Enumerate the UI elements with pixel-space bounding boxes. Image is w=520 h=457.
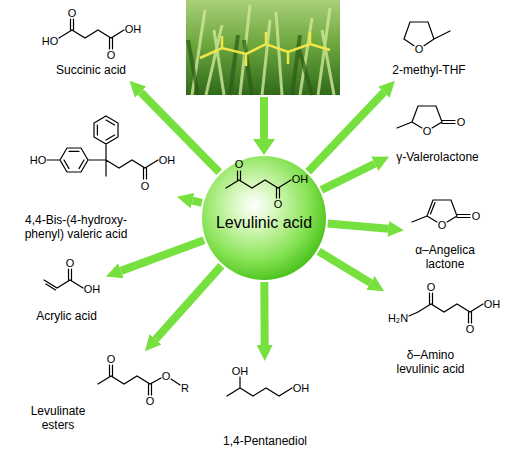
product-name: γ-Valerolactone <box>390 150 485 164</box>
atom-label: H₂N <box>388 312 408 324</box>
atom-label: OH <box>232 365 249 377</box>
levulinate-ester-structure <box>98 365 180 395</box>
product-name: Levulinate esters <box>25 404 91 432</box>
green-sphere <box>202 156 326 280</box>
product-name: 1,4-Pentanediol <box>218 434 312 448</box>
atom-label: O <box>146 395 155 407</box>
product-node: 2-methyl-THF <box>388 10 470 80</box>
levulinic-structure <box>226 171 291 198</box>
atom-label: O <box>457 116 466 128</box>
atom-label: O <box>415 43 424 55</box>
product-name: δ–Amino levulinic acid <box>388 348 473 376</box>
atom-label: OH <box>484 298 501 310</box>
atom-label: O <box>438 219 447 231</box>
reaction-arrow <box>260 282 268 345</box>
product-name: Succinic acid <box>46 63 136 77</box>
atom-label: O <box>141 180 150 192</box>
atom-label: O <box>466 323 475 335</box>
atom-label: O <box>427 281 436 293</box>
methyl-thf-structure <box>404 22 450 46</box>
valerolactone-structure <box>397 106 455 128</box>
atom-label: O <box>472 210 481 222</box>
atom-label: O <box>107 353 116 365</box>
product-name: α–Angelica lactone <box>409 243 481 271</box>
feed-arrow <box>253 97 275 155</box>
feed-arrow-shaft <box>260 97 268 140</box>
central-sphere: Levulinic acid <box>202 156 326 280</box>
reaction-arrow <box>319 251 371 283</box>
atom-label: HO <box>42 35 59 47</box>
aminolevulinic-structure <box>409 293 483 323</box>
angelica-structure <box>412 200 470 222</box>
reaction-arrow <box>156 266 222 340</box>
central-title: Levulinic acid <box>202 213 326 233</box>
leaf-blades <box>192 5 334 95</box>
product-name: 2-methyl-THF <box>388 63 470 77</box>
atom-label: OH <box>292 173 309 185</box>
product-node: Acrylic acid <box>28 256 105 326</box>
reaction-arrow <box>193 201 202 203</box>
reaction-arrow <box>321 164 374 190</box>
atom-label: O <box>68 7 77 19</box>
field-photo <box>186 0 340 95</box>
reaction-arrow <box>121 240 204 271</box>
glucose-overlay <box>200 32 330 66</box>
atom-label: HO <box>30 154 47 166</box>
reaction-arrow <box>308 92 384 171</box>
product-name: Acrylic acid <box>28 309 105 323</box>
reaction-arrow <box>328 224 388 229</box>
atom-label: OH <box>293 382 310 394</box>
atom-label: O <box>274 198 283 210</box>
bisphenol-valeric-structure <box>47 116 158 179</box>
succinic-structure <box>59 19 124 49</box>
feed-arrow-head <box>253 139 275 155</box>
leaf-shadows <box>188 35 312 95</box>
atom-label: O <box>423 125 432 137</box>
atom-label: O <box>107 49 116 61</box>
product-node: Succinic acid <box>38 4 145 80</box>
product-node: 4,4-Bis-(4-hydroxy- phenyl) valeric acid <box>16 108 176 246</box>
atom-label: OH <box>84 283 101 295</box>
chemical-structures <box>44 19 483 396</box>
pentanediol-structure <box>227 377 292 396</box>
atom-label: OH <box>125 23 142 35</box>
reaction-arrow <box>141 92 220 172</box>
product-node: Levulinate esters <box>25 352 192 432</box>
product-name: 4,4-Bis-(4-hydroxy- phenyl) valeric acid <box>16 213 136 241</box>
acrylic-structure <box>44 269 83 290</box>
product-node: 1,4-Pentanediol <box>218 362 312 450</box>
biomass-photo <box>186 0 340 95</box>
atom-label: O <box>66 257 75 269</box>
atom-label: R <box>181 382 189 394</box>
product-node: γ-Valerolactone <box>390 98 485 168</box>
atom-label: O <box>235 158 244 170</box>
atom-label: OH <box>159 154 176 166</box>
atom-label: O <box>162 370 171 382</box>
product-node: δ–Amino levulinic acid <box>385 282 507 376</box>
product-node: α–Angelica lactone <box>405 196 490 272</box>
